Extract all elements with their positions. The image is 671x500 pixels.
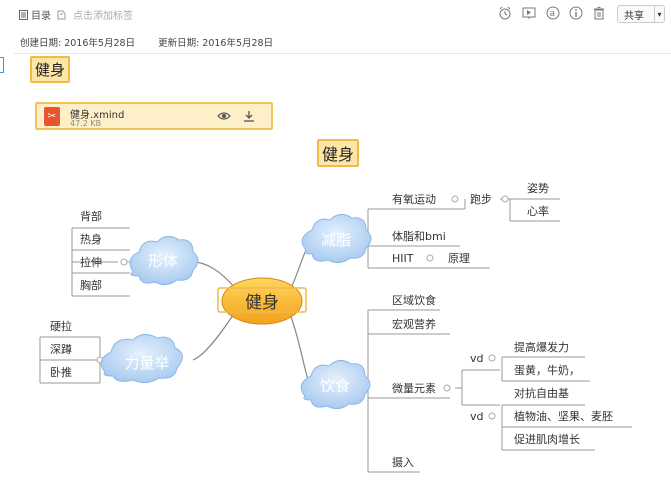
share-button[interactable]: 共享 ▾ — [617, 5, 665, 23]
mindmap-title: 健身 — [317, 139, 360, 167]
topic-vd-1[interactable]: vd — [470, 352, 484, 365]
updated-date: 更新日期: 2016年5月28日 — [158, 38, 274, 49]
topic-muscle[interactable]: 促进肌肉增长 — [514, 432, 580, 446]
topic-macro[interactable]: 宏观营养 — [392, 317, 436, 331]
cursor-marker — [0, 57, 4, 73]
topic-regional-diet[interactable]: 区域饮食 — [392, 293, 436, 307]
topic-free-radical[interactable]: 对抗自由基 — [514, 386, 569, 400]
topic-micro[interactable]: 微量元素 — [392, 381, 436, 395]
root-label: 健身 — [245, 293, 279, 313]
attachment-name: 健身.xmind — [70, 110, 125, 121]
add-tag-button[interactable]: 点击添加标签 — [57, 7, 133, 22]
topic-warmup[interactable]: 热身 — [80, 232, 102, 246]
topic-power[interactable]: 提高爆发力 — [514, 340, 569, 354]
add-tag-label: 点击添加标签 — [73, 11, 133, 22]
topic-cardio[interactable]: 有氧运动 — [392, 192, 436, 206]
topic-heartrate[interactable]: 心率 — [527, 204, 549, 218]
topic-chest[interactable]: 胸部 — [80, 278, 102, 292]
topic-posture[interactable]: 姿势 — [527, 182, 549, 195]
branch-fatloss-label: 减脂 — [321, 231, 351, 249]
topic-squat[interactable]: 深蹲 — [50, 342, 72, 356]
reminder-icon[interactable] — [497, 5, 513, 21]
present-icon[interactable] — [521, 5, 537, 21]
svg-text:a: a — [550, 9, 556, 19]
topic-hiit[interactable]: HIIT — [392, 252, 414, 265]
attachment-size: 47.2 KB — [70, 119, 102, 128]
tag-icon — [57, 10, 66, 19]
topic-deadlift[interactable]: 硬拉 — [50, 319, 72, 333]
root-node[interactable] — [217, 277, 307, 325]
trash-icon[interactable] — [591, 5, 607, 21]
preview-eye-icon[interactable] — [217, 109, 231, 123]
download-icon[interactable] — [242, 109, 256, 123]
topic-bmi[interactable]: 体脂和bmi — [392, 229, 446, 243]
branch-shape-label: 形体 — [148, 252, 178, 270]
topic-intake[interactable]: 摄入 — [392, 455, 414, 469]
topic-principle[interactable]: 原理 — [448, 252, 470, 265]
topic-back[interactable]: 背部 — [80, 209, 102, 223]
branch-diet-label: 饮食 — [320, 377, 350, 395]
branch-strength-node[interactable] — [100, 334, 183, 384]
topic-oils-nuts[interactable]: 植物油、坚果、麦胚 — [514, 409, 613, 423]
branch-fatloss-node[interactable] — [301, 214, 372, 264]
at-mention-icon[interactable]: a — [545, 5, 561, 21]
topic-bench[interactable]: 卧推 — [50, 365, 72, 379]
top-toolbar: 目录 点击添加标签 a 共享 ▾ — [0, 0, 671, 28]
note-title[interactable]: 健身 — [30, 56, 71, 83]
branch-shape-node[interactable] — [129, 236, 199, 286]
topic-stretch[interactable]: 拉伸 — [80, 255, 102, 269]
created-date: 创建日期: 2016年5月28日 — [20, 38, 136, 49]
topic-yolk-milk[interactable]: 蛋黄，牛奶， — [514, 363, 580, 377]
xmind-file-icon: ✂ — [44, 107, 60, 126]
branch-diet-node[interactable] — [300, 360, 371, 410]
toc-button[interactable]: 目录 — [19, 7, 51, 22]
info-icon[interactable] — [568, 5, 584, 21]
note-dates: 创建日期: 2016年5月28日 更新日期: 2016年5月28日 — [20, 35, 293, 49]
attachment-card[interactable]: ✂ 健身.xmind 47.2 KB — [35, 102, 273, 130]
chevron-down-icon[interactable]: ▾ — [654, 6, 664, 22]
topic-vd-2[interactable]: vd — [470, 410, 484, 423]
share-label: 共享 — [624, 10, 644, 22]
topic-running[interactable]: 跑步 — [470, 192, 492, 206]
toc-label: 目录 — [31, 11, 51, 22]
divider — [14, 53, 671, 54]
branch-strength-label: 力量举 — [124, 354, 169, 372]
toc-icon — [19, 9, 28, 20]
